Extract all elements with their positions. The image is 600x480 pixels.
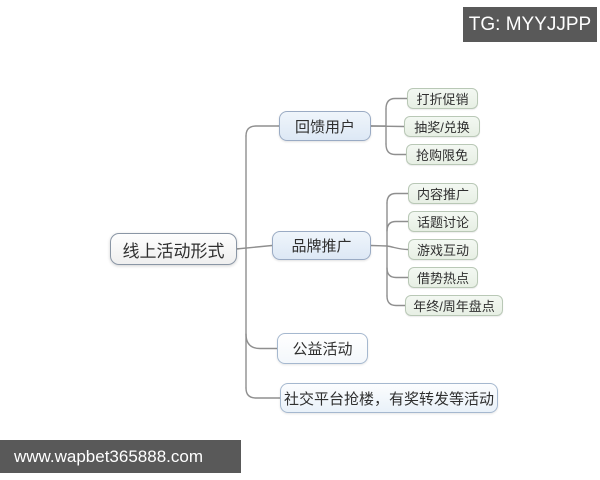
connector-brand-to-game xyxy=(386,245,409,251)
leaf-node-discount-promo[interactable]: 打折促销 xyxy=(407,88,478,109)
connector-root-to-branch-brand xyxy=(235,244,273,250)
connector-brand-trunk xyxy=(370,202,388,297)
leaf-node-topic-discussion[interactable]: 话题讨论 xyxy=(408,211,478,232)
connector-root-to-branch-charity xyxy=(245,333,278,350)
watermark-url-badge: www.wapbet365888.com xyxy=(0,440,241,473)
connector-root-to-branch-social xyxy=(245,387,281,399)
root-node-online-activity-formats[interactable]: 线上活动形式 xyxy=(110,233,237,265)
branch-node-feedback-users[interactable]: 回馈用户 xyxy=(279,111,371,141)
branch-node-charity-activities[interactable]: 公益活动 xyxy=(277,333,368,364)
branch-node-brand-promotion[interactable]: 品牌推广 xyxy=(272,231,371,260)
connector-brand-to-yearend xyxy=(386,295,406,307)
branch-node-social-platform-activities[interactable]: 社交平台抢楼，有奖转发等活动 xyxy=(280,383,498,413)
connector-root-to-branch-feedback xyxy=(245,125,280,137)
leaf-node-trending-topics[interactable]: 借势热点 xyxy=(408,267,478,288)
leaf-node-flash-sale-free[interactable]: 抢购限免 xyxy=(406,144,478,165)
connector-feedback-to-lottery xyxy=(370,125,405,128)
leaf-node-year-end-review[interactable]: 年终/周年盘点 xyxy=(405,295,503,316)
connector-brand-to-content xyxy=(386,192,409,204)
connector-brand-to-trending xyxy=(386,267,409,279)
leaf-node-game-interaction[interactable]: 游戏互动 xyxy=(408,239,478,260)
connector-brand-to-topic xyxy=(386,220,409,232)
leaf-node-content-promo[interactable]: 内容推广 xyxy=(408,183,478,204)
tg-contact-badge: TG: MYYJJPP xyxy=(463,7,597,42)
leaf-node-lottery-exchange[interactable]: 抽奖/兑换 xyxy=(404,116,480,137)
connector-feedback-to-flashsale xyxy=(385,143,407,156)
connector-feedback-to-discount xyxy=(385,97,408,110)
